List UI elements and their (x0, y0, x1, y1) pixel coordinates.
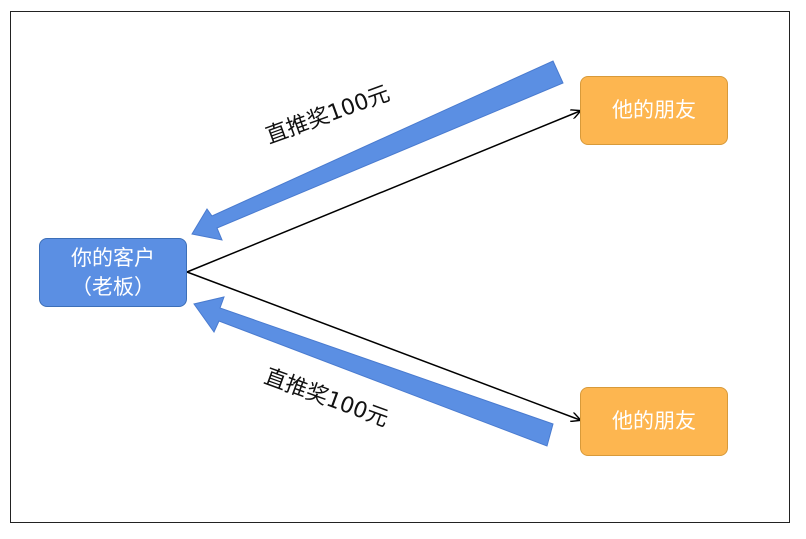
reward-arrow-bottom (193, 296, 554, 447)
friend-node-top: 他的朋友 (580, 76, 728, 145)
connector-to-top-friend (186, 111, 580, 273)
client-label: 你的客户 (71, 246, 155, 271)
friend-node-bottom: 他的朋友 (580, 387, 728, 456)
connector-to-bottom-friend (186, 271, 580, 420)
friend-label-bottom: 他的朋友 (612, 409, 696, 434)
reward-arrow-top (191, 60, 564, 241)
client-node: 你的客户 （老板） (39, 238, 187, 307)
client-sublabel: （老板） (71, 274, 155, 299)
friend-label-top: 他的朋友 (612, 98, 696, 123)
